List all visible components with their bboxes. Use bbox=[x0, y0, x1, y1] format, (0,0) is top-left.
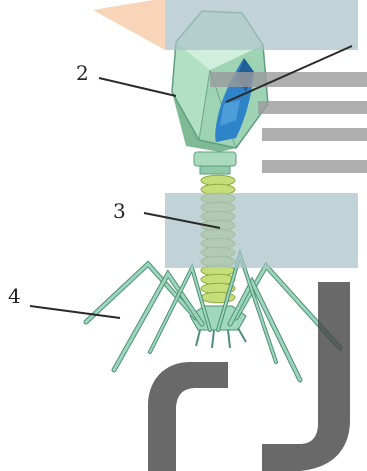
label-head: 2 bbox=[76, 63, 89, 83]
overlay-bar bbox=[262, 128, 367, 141]
leader-line-2 bbox=[99, 78, 176, 96]
label-tail: 3 bbox=[113, 201, 126, 221]
overlay-bar bbox=[258, 101, 367, 114]
watermark-orange-triangle bbox=[93, 0, 165, 50]
overlay-bar bbox=[262, 160, 367, 173]
label-tail-fiber: 4 bbox=[8, 286, 21, 306]
cj-watermark-logo bbox=[148, 282, 350, 471]
overlay-box-head bbox=[165, 0, 358, 50]
tail-fiber bbox=[114, 274, 202, 370]
leader-line-4 bbox=[30, 306, 120, 318]
overlay-box-tail bbox=[165, 193, 358, 268]
phage-collar bbox=[194, 152, 236, 174]
